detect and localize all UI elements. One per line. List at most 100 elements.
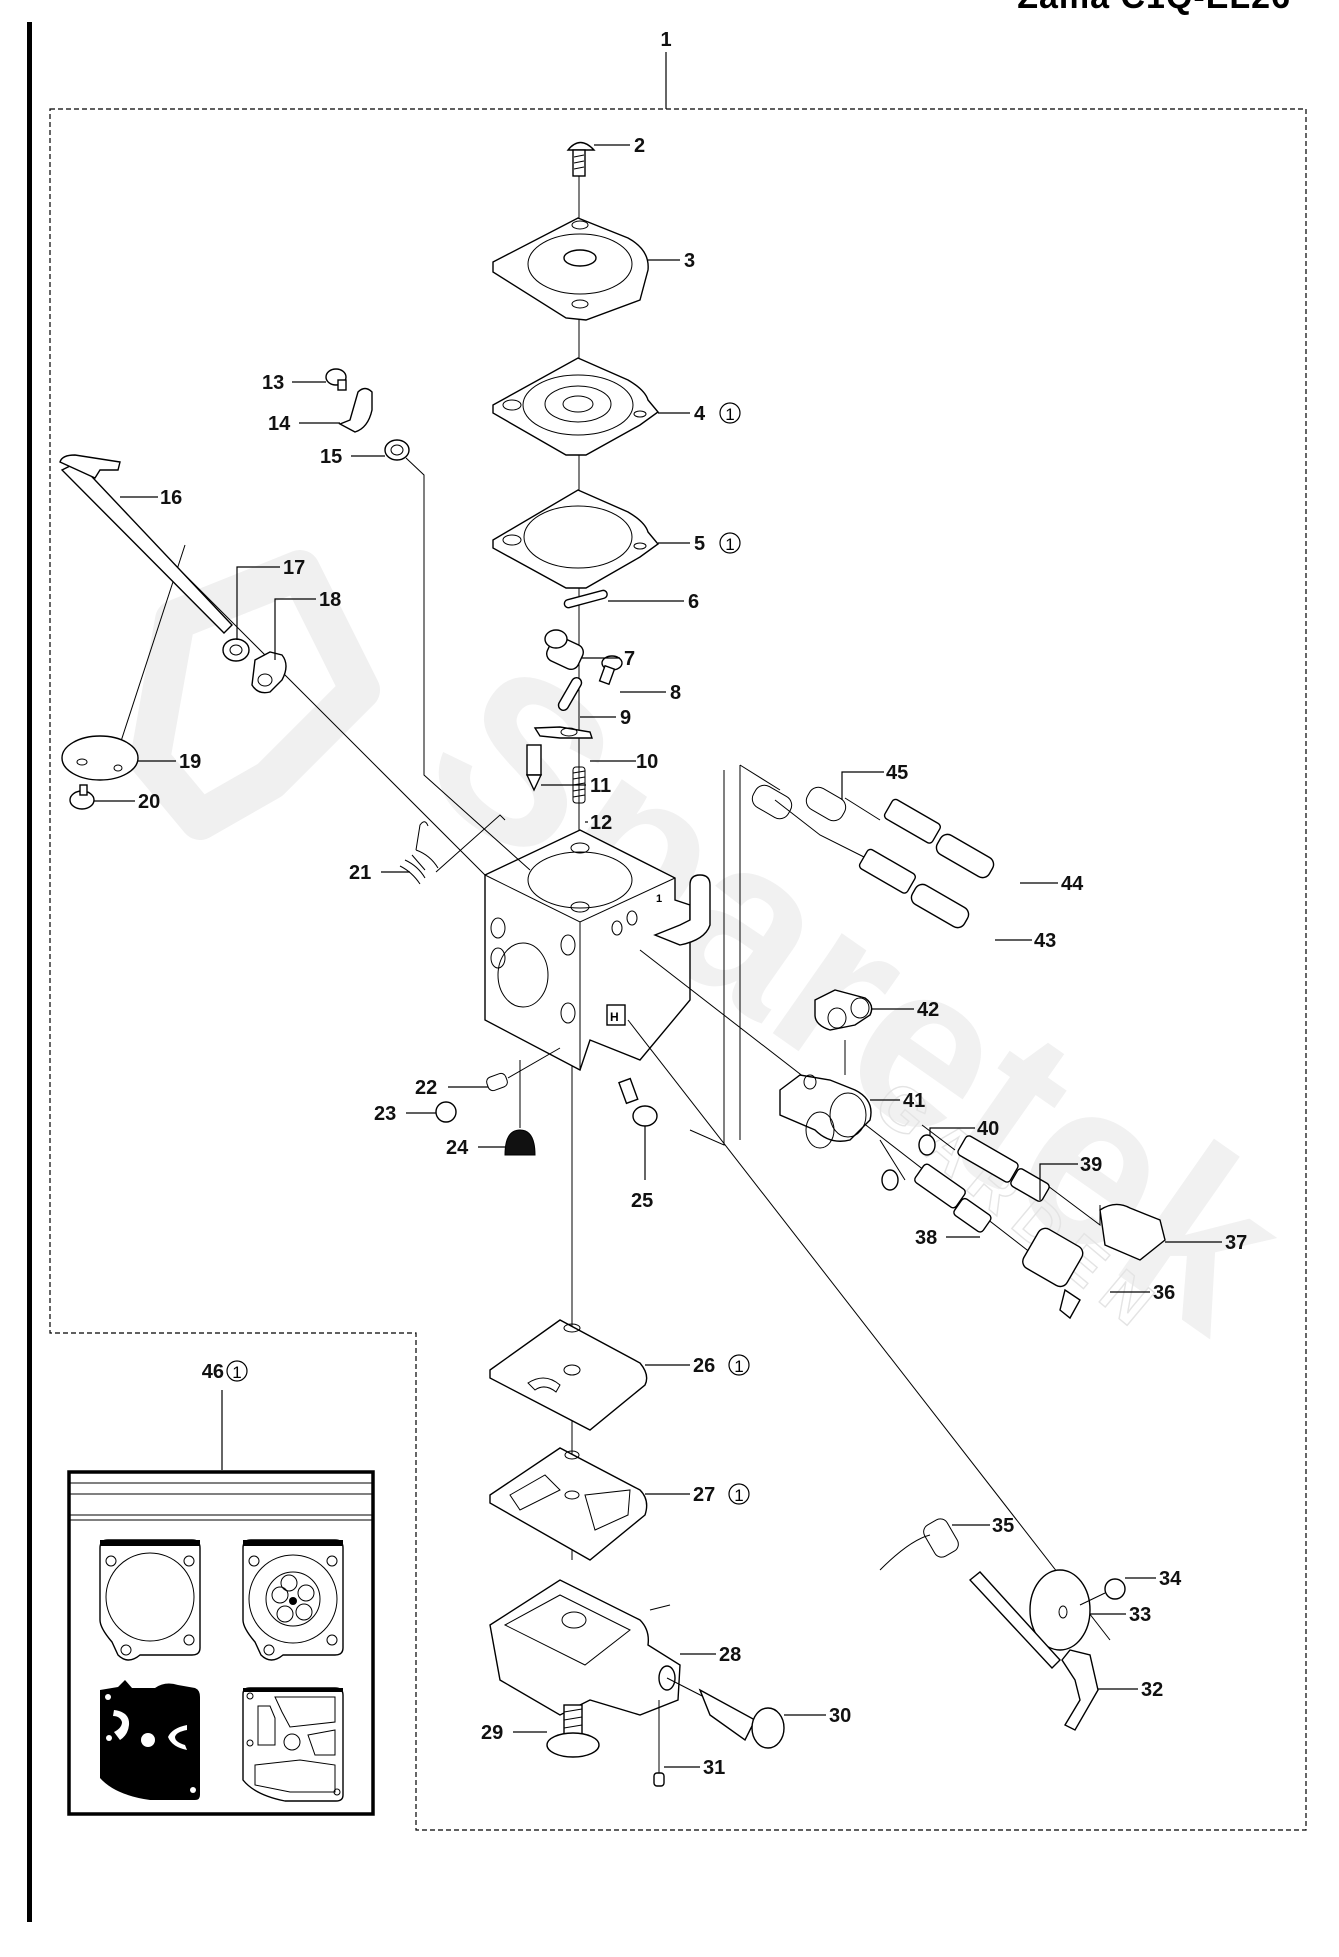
- leader-15-body: [405, 457, 531, 871]
- callout-4: 4: [694, 403, 706, 425]
- marker-4: 1: [725, 405, 734, 424]
- callout-44: 44: [1061, 873, 1084, 895]
- part-25-screw: [618, 1077, 658, 1127]
- part-35-choke-spring: [879, 1518, 1061, 1670]
- part-20-screw: [69, 784, 95, 810]
- callout-45: 45: [886, 762, 908, 784]
- page-margin-bar: [27, 22, 32, 1922]
- marker-26: 1: [734, 1357, 743, 1376]
- callout-36: 36: [1153, 1282, 1175, 1304]
- axis-line-19: [109, 544, 186, 776]
- callout-6: 6: [688, 591, 699, 613]
- part-13-screw: [325, 368, 347, 391]
- callout-8: 8: [670, 682, 681, 704]
- callout-33: 33: [1129, 1604, 1151, 1626]
- part-37-limiter-cap: [1099, 1203, 1166, 1261]
- h-marking: H: [610, 1010, 619, 1024]
- part-40-o-ring-2: [881, 1169, 899, 1191]
- part-14-bracket: [338, 387, 373, 433]
- part-36-limiter-cap: [1022, 1227, 1084, 1320]
- part-26-pump-diaphragm: [489, 1319, 648, 1431]
- gasket-kit: [67, 1390, 375, 1816]
- callout-19: 19: [179, 751, 201, 773]
- callout-labels: 2 3 4 5 6 7 8 9 10 11 12 13 14 15 16 17 …: [138, 135, 1247, 1779]
- callout-11: 11: [590, 775, 611, 797]
- kit-pump-diaphragm: [100, 1680, 200, 1800]
- part-4-diaphragm: [492, 357, 660, 456]
- callout-10: 10: [636, 751, 658, 773]
- part-5-gasket: [492, 489, 660, 589]
- callout-9: 9: [620, 707, 631, 729]
- part-7-lever: [544, 629, 584, 671]
- part-33-choke-plate: [1029, 1569, 1091, 1651]
- part-9-pin: [557, 677, 583, 711]
- assembly-number: 1: [660, 29, 671, 51]
- callout-18: 18: [319, 589, 341, 611]
- part-41-limiter-housing: [779, 1074, 872, 1149]
- part-43-adjusting-screw: [774, 799, 970, 929]
- callout-7: 7: [624, 648, 635, 670]
- assembly-boundary: [49, 108, 1307, 1831]
- part-29-screw: [546, 1704, 600, 1758]
- kit-markers: 1 1 1 1: [719, 402, 750, 1505]
- kit-metering-gasket: [99, 1539, 201, 1661]
- part-6-pin: [563, 589, 608, 609]
- callout-42: 42: [917, 999, 939, 1021]
- part-21-spring: [399, 814, 506, 885]
- callout-28: 28: [719, 1644, 741, 1666]
- callout-14: 14: [268, 413, 291, 435]
- kit-pump-gasket: [242, 1687, 344, 1802]
- callout-26: 26: [693, 1355, 715, 1377]
- marker-27: 1: [734, 1486, 743, 1505]
- marker-5: 1: [725, 535, 734, 554]
- body-h-plate: [606, 1004, 626, 1026]
- callout-35: 35: [992, 1515, 1014, 1537]
- callout-39: 39: [1080, 1154, 1102, 1176]
- callout-38: 38: [915, 1227, 937, 1249]
- callout-24: 24: [446, 1137, 469, 1159]
- kit-marker: 1: [232, 1363, 241, 1382]
- kit-marker-circle: [226, 1360, 248, 1382]
- callout-27: 27: [693, 1484, 715, 1506]
- callout-2: 2: [634, 135, 645, 157]
- callout-17: 17: [283, 557, 305, 579]
- part-17-washer: [222, 638, 250, 662]
- part-16-shaft: [59, 454, 233, 634]
- part-31-pin: [653, 1700, 665, 1787]
- one-marking: 1: [656, 893, 662, 905]
- callout-30: 30: [829, 1705, 851, 1727]
- part-42-block: [814, 989, 873, 1031]
- kit-number: 46: [202, 1361, 224, 1383]
- part-38-needle: [879, 1139, 992, 1233]
- part-24-filter-screen: [504, 1129, 536, 1156]
- leader-45a: [689, 770, 725, 1146]
- callout-13: 13: [262, 372, 284, 394]
- part-44-adjusting-screw: [844, 797, 995, 879]
- callout-22: 22: [415, 1077, 437, 1099]
- part-2-screw: [566, 141, 596, 177]
- part-40-o-ring: [918, 1134, 936, 1156]
- callout-23: 23: [374, 1103, 396, 1125]
- callout-12: 12: [590, 812, 612, 834]
- callout-34: 34: [1159, 1568, 1182, 1590]
- callout-21: 21: [349, 862, 371, 884]
- callout-41: 41: [903, 1090, 925, 1112]
- leader-37: [1039, 1179, 1101, 1226]
- part-30-screw: [666, 1677, 785, 1749]
- part-8-screw: [598, 655, 623, 686]
- axis-line-choke: [627, 1019, 1111, 1641]
- part-34-screw: [1079, 1578, 1126, 1606]
- callout-5: 5: [694, 533, 705, 555]
- callout-15: 15: [320, 446, 342, 468]
- part-11-needle: [525, 744, 543, 792]
- callout-43: 43: [1034, 930, 1056, 952]
- callout-32: 32: [1141, 1679, 1163, 1701]
- part-23-ball: [435, 1101, 457, 1123]
- part-32-choke-lever: [1061, 1649, 1099, 1731]
- part-15-bushing: [384, 439, 410, 461]
- kit-metering-diaphragm: [242, 1539, 344, 1661]
- diagram-title: Zama C1Q-EL26: [1017, 0, 1291, 17]
- callout-40: 40: [977, 1118, 999, 1140]
- callout-29: 29: [481, 1722, 503, 1744]
